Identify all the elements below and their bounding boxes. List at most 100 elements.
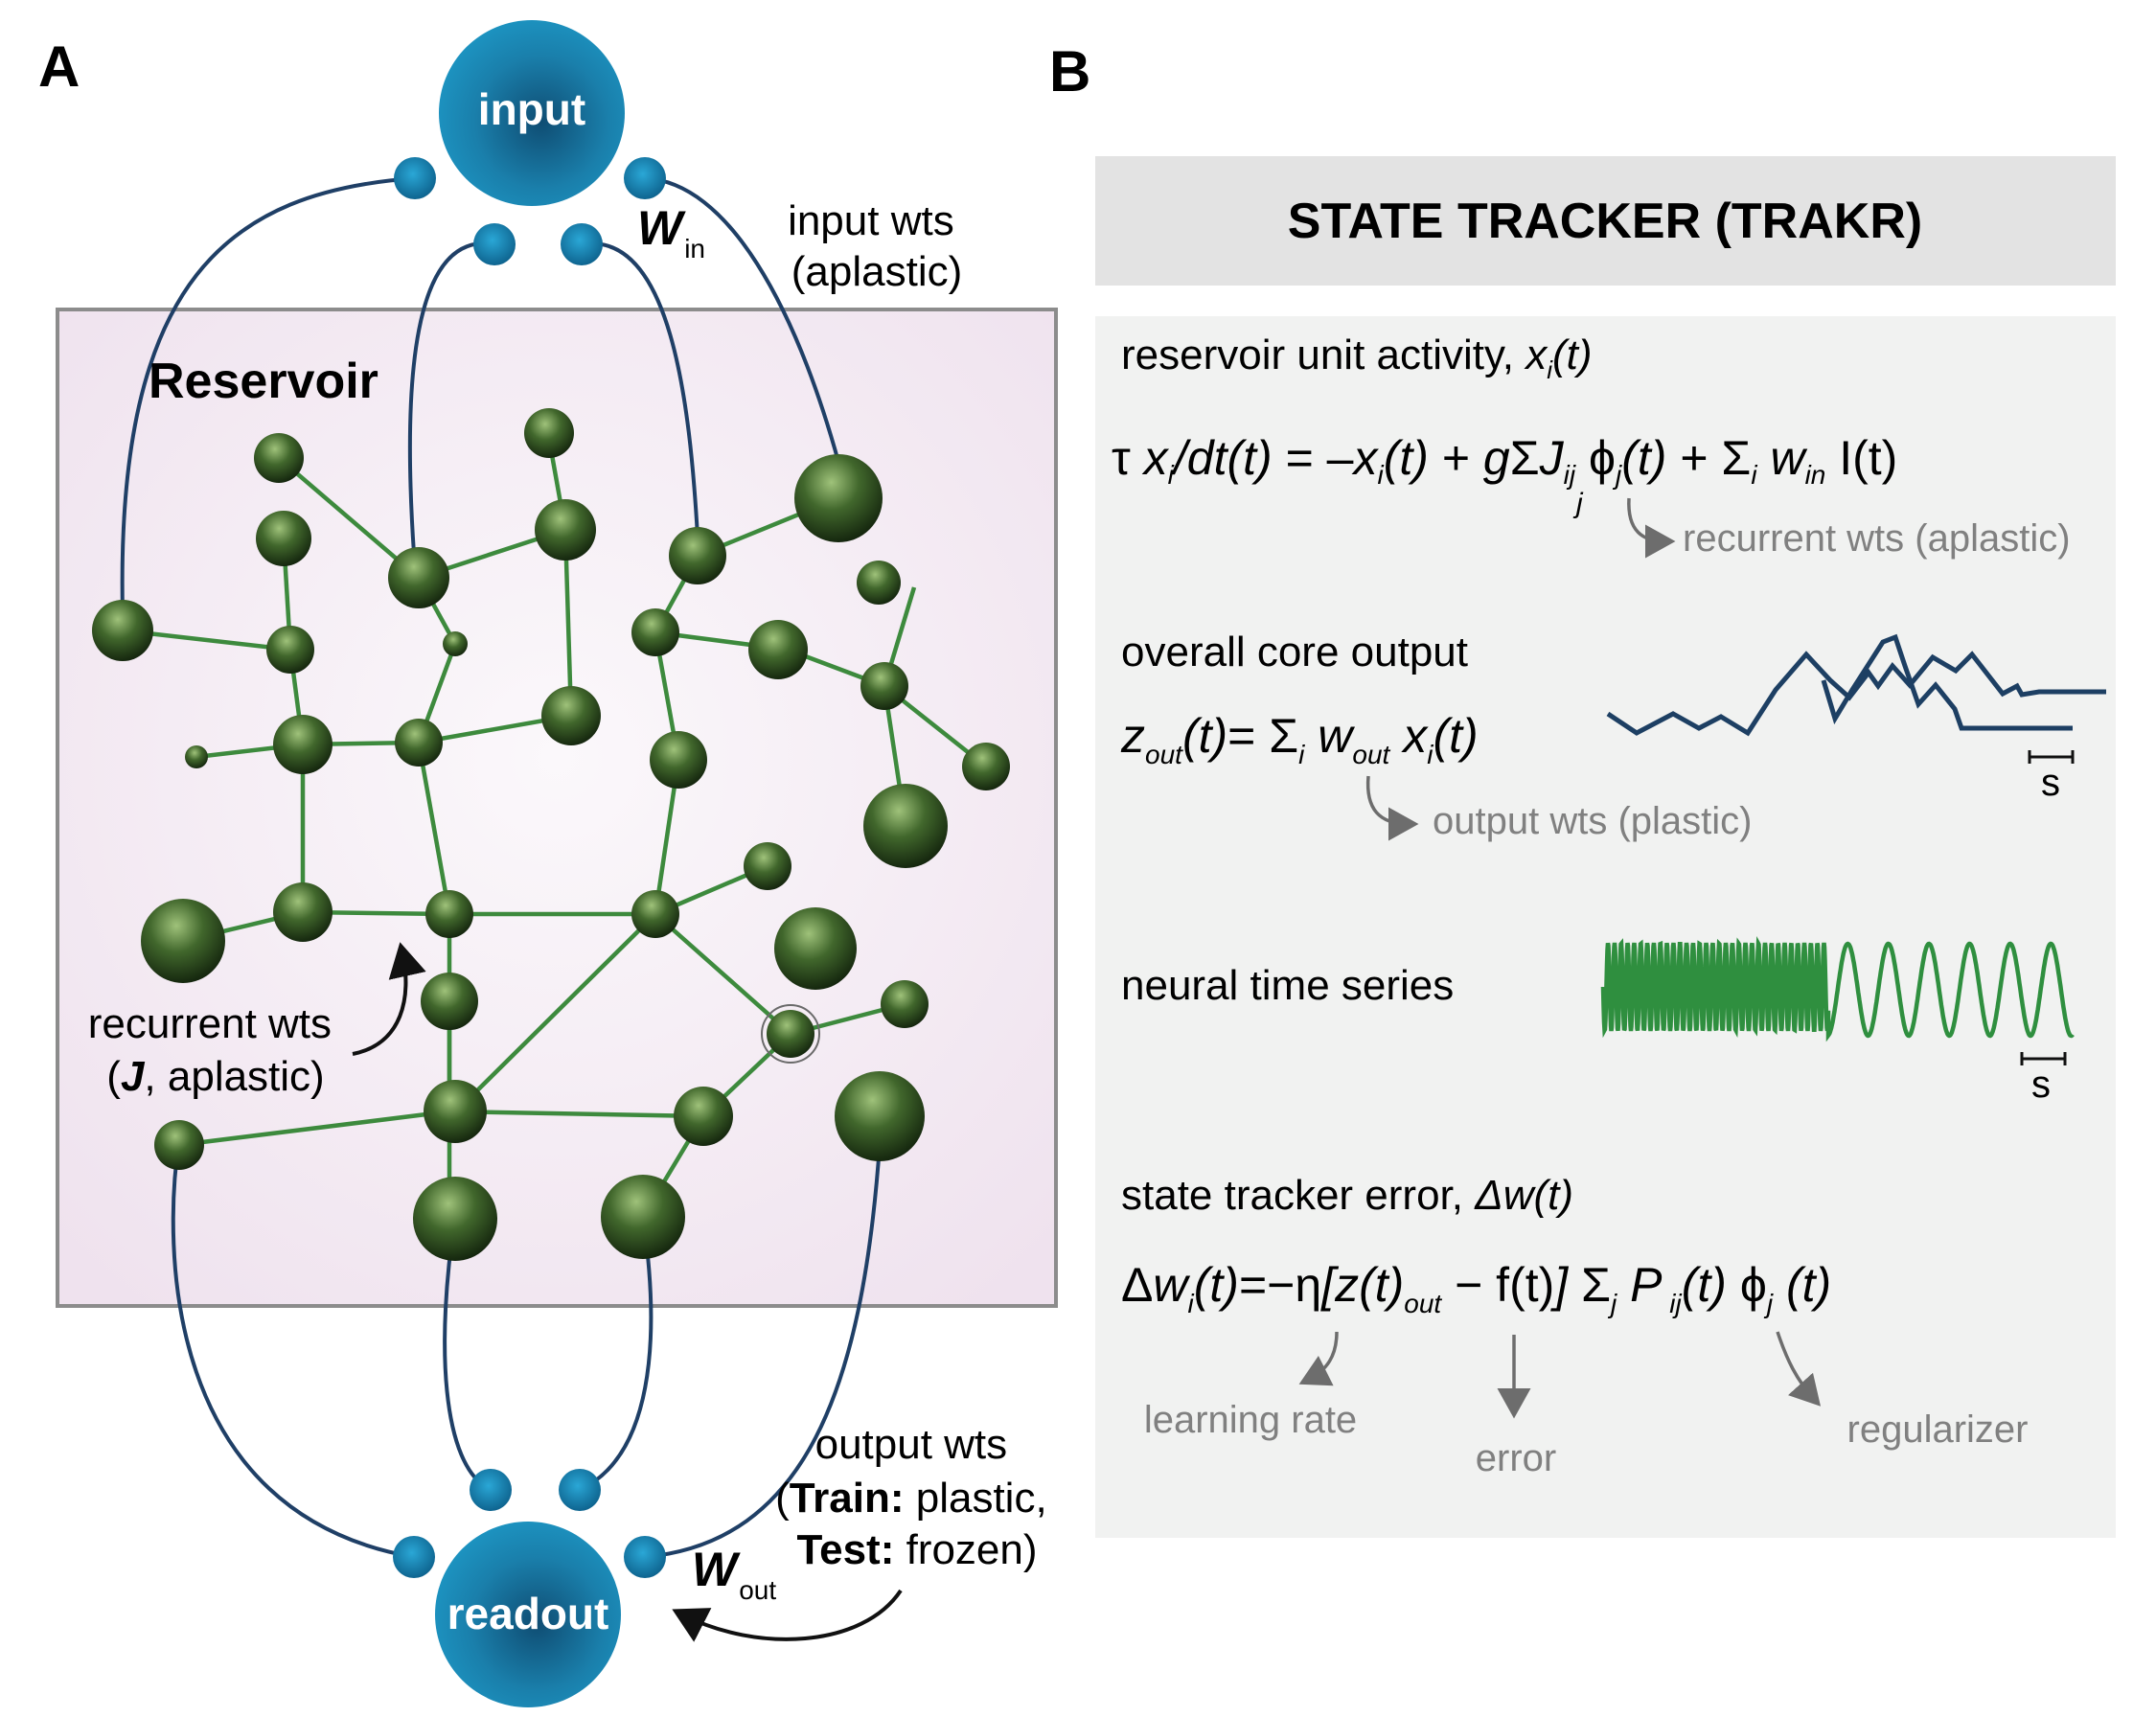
svg-text:Δwi(t)=−η[z(t)out − f(t)] Σj P: Δwi(t)=−η[z(t)out − f(t)] Σj P ij(t) ϕj … — [1121, 1258, 1831, 1318]
input-node: input — [394, 20, 666, 265]
reservoir-node — [631, 608, 679, 656]
readout-label: readout — [447, 1589, 609, 1638]
input-wire-4 — [644, 176, 840, 463]
panel-b: B STATE TRACKER (TRAKR) reservoir unit a… — [1049, 39, 2116, 1538]
reservoir-node — [962, 743, 1010, 790]
reservoir-node — [535, 499, 596, 561]
edge — [454, 912, 657, 1113]
reservoir-node — [424, 1080, 487, 1143]
reservoir-node — [669, 527, 726, 584]
reservoir-node — [541, 686, 601, 745]
w-out-label: Wout — [692, 1543, 776, 1605]
title-box — [1095, 156, 2116, 286]
output-wire-1 — [171, 1139, 415, 1559]
edge — [178, 1109, 450, 1148]
svg-text:zout(t)= Σi wout xi(t): zout(t)= Σi wout xi(t) — [1120, 709, 1479, 769]
recurrent-wts-arrow — [352, 942, 426, 1056]
reservoir-node — [443, 631, 468, 656]
reservoir-node — [863, 784, 948, 868]
output-wire-2 — [443, 1216, 492, 1492]
output-note: output wts (plastic) — [1433, 800, 1752, 842]
learning-rate-arrow — [1298, 1331, 1339, 1386]
readout-port — [393, 1536, 435, 1578]
input-wts-label: input wts (aplastic) — [788, 197, 966, 295]
input-port — [561, 223, 603, 265]
neural-time-series-trace — [1600, 935, 2075, 1042]
reservoir-label: Reservoir — [149, 354, 378, 409]
reservoir-node — [774, 907, 857, 990]
edge — [448, 1109, 704, 1119]
core-scale-label: s — [2041, 762, 2060, 804]
w-in-label: Win — [637, 201, 705, 263]
reservoir-equation: τ xi/dt(t) = –xi(t) + gΣJij ϕj(t) + Σi w… — [1112, 431, 1897, 519]
output-wire-4 — [644, 1144, 882, 1559]
reservoir-node — [881, 980, 929, 1028]
reservoir-node — [273, 715, 333, 774]
regularizer-arrow — [1776, 1331, 1822, 1407]
panel-a-label: A — [38, 34, 80, 99]
svg-text:τ xi/dt(t) = –xi(t) + gΣJij ϕj: τ xi/dt(t) = –xi(t) + gΣJij ϕj(t) + Σi w… — [1112, 431, 1897, 490]
neural-scale-label: s — [2031, 1064, 2051, 1106]
reservoir-nodes — [92, 408, 1010, 1261]
reservoir-node — [857, 561, 901, 605]
reservoir-node — [767, 1010, 814, 1058]
core-output-trace-tail — [1821, 633, 2073, 731]
reservoir-node — [650, 731, 707, 789]
edge — [277, 456, 421, 580]
panel-a: A — [38, 20, 1059, 1707]
neural-scale-bar — [2020, 1052, 2067, 1065]
error-heading: state tracker error, Δw(t) — [1121, 1172, 1573, 1219]
reservoir-node — [835, 1071, 925, 1161]
reservoir-node — [524, 408, 574, 458]
edge — [562, 529, 574, 717]
core-output-trace — [1606, 651, 2106, 737]
panel-b-label: B — [1049, 39, 1090, 103]
reservoir-node — [395, 719, 443, 767]
reservoir-node-selected-ring — [761, 1004, 820, 1064]
reservoir-node — [744, 842, 791, 890]
edge — [654, 912, 792, 1036]
readout-sphere — [435, 1522, 621, 1707]
connection-wires — [120, 176, 882, 1559]
reservoir-node — [674, 1087, 733, 1146]
equations-panel — [1095, 316, 2116, 1538]
reservoir-node — [601, 1175, 685, 1259]
input-port — [473, 223, 516, 265]
reservoir-node — [254, 433, 304, 483]
reservoir-node — [141, 899, 225, 983]
output-wts-label: output wts (Train: plastic, Test: frozen… — [775, 1421, 1059, 1573]
core-equation: zout(t)= Σi wout xi(t) — [1120, 709, 1479, 769]
reservoir-node — [185, 745, 208, 768]
recurrent-wts-label: recurrent wts (J, aplastic) — [88, 1000, 344, 1100]
output-note-arrow — [1365, 775, 1419, 841]
recurrent-note-arrow — [1627, 497, 1676, 559]
reservoir-node — [425, 890, 473, 938]
reservoir-node — [92, 600, 153, 661]
reservoir-node — [266, 626, 314, 674]
input-wire-2 — [407, 241, 495, 555]
readout-port — [624, 1536, 666, 1578]
error-equation: Δwi(t)=−η[z(t)out − f(t)] Σj P ij(t) ϕj … — [1121, 1258, 1831, 1318]
reservoir-node — [154, 1120, 204, 1170]
input-sphere — [439, 20, 625, 206]
reservoir-node — [421, 973, 478, 1030]
reservoir-node — [631, 890, 679, 938]
core-scale-bar — [2028, 750, 2075, 764]
readout-node: readout — [393, 1469, 666, 1707]
reservoir-node — [256, 511, 311, 566]
input-wire-3 — [581, 241, 700, 538]
output-wire-3 — [579, 1216, 654, 1492]
reservoir-node — [388, 547, 449, 608]
reservoir-node — [273, 882, 333, 942]
regularizer-label: regularizer — [1847, 1408, 2029, 1451]
panel-b-title: STATE TRACKER (TRAKR) — [1288, 194, 1922, 249]
error-label: error — [1476, 1437, 1556, 1479]
input-label: input — [478, 84, 585, 134]
w-out-arrow — [672, 1589, 903, 1642]
readout-port — [470, 1469, 512, 1511]
input-port — [624, 157, 666, 199]
core-heading: overall core output — [1121, 629, 1468, 675]
reservoir-node — [413, 1177, 497, 1261]
input-port — [394, 157, 436, 199]
